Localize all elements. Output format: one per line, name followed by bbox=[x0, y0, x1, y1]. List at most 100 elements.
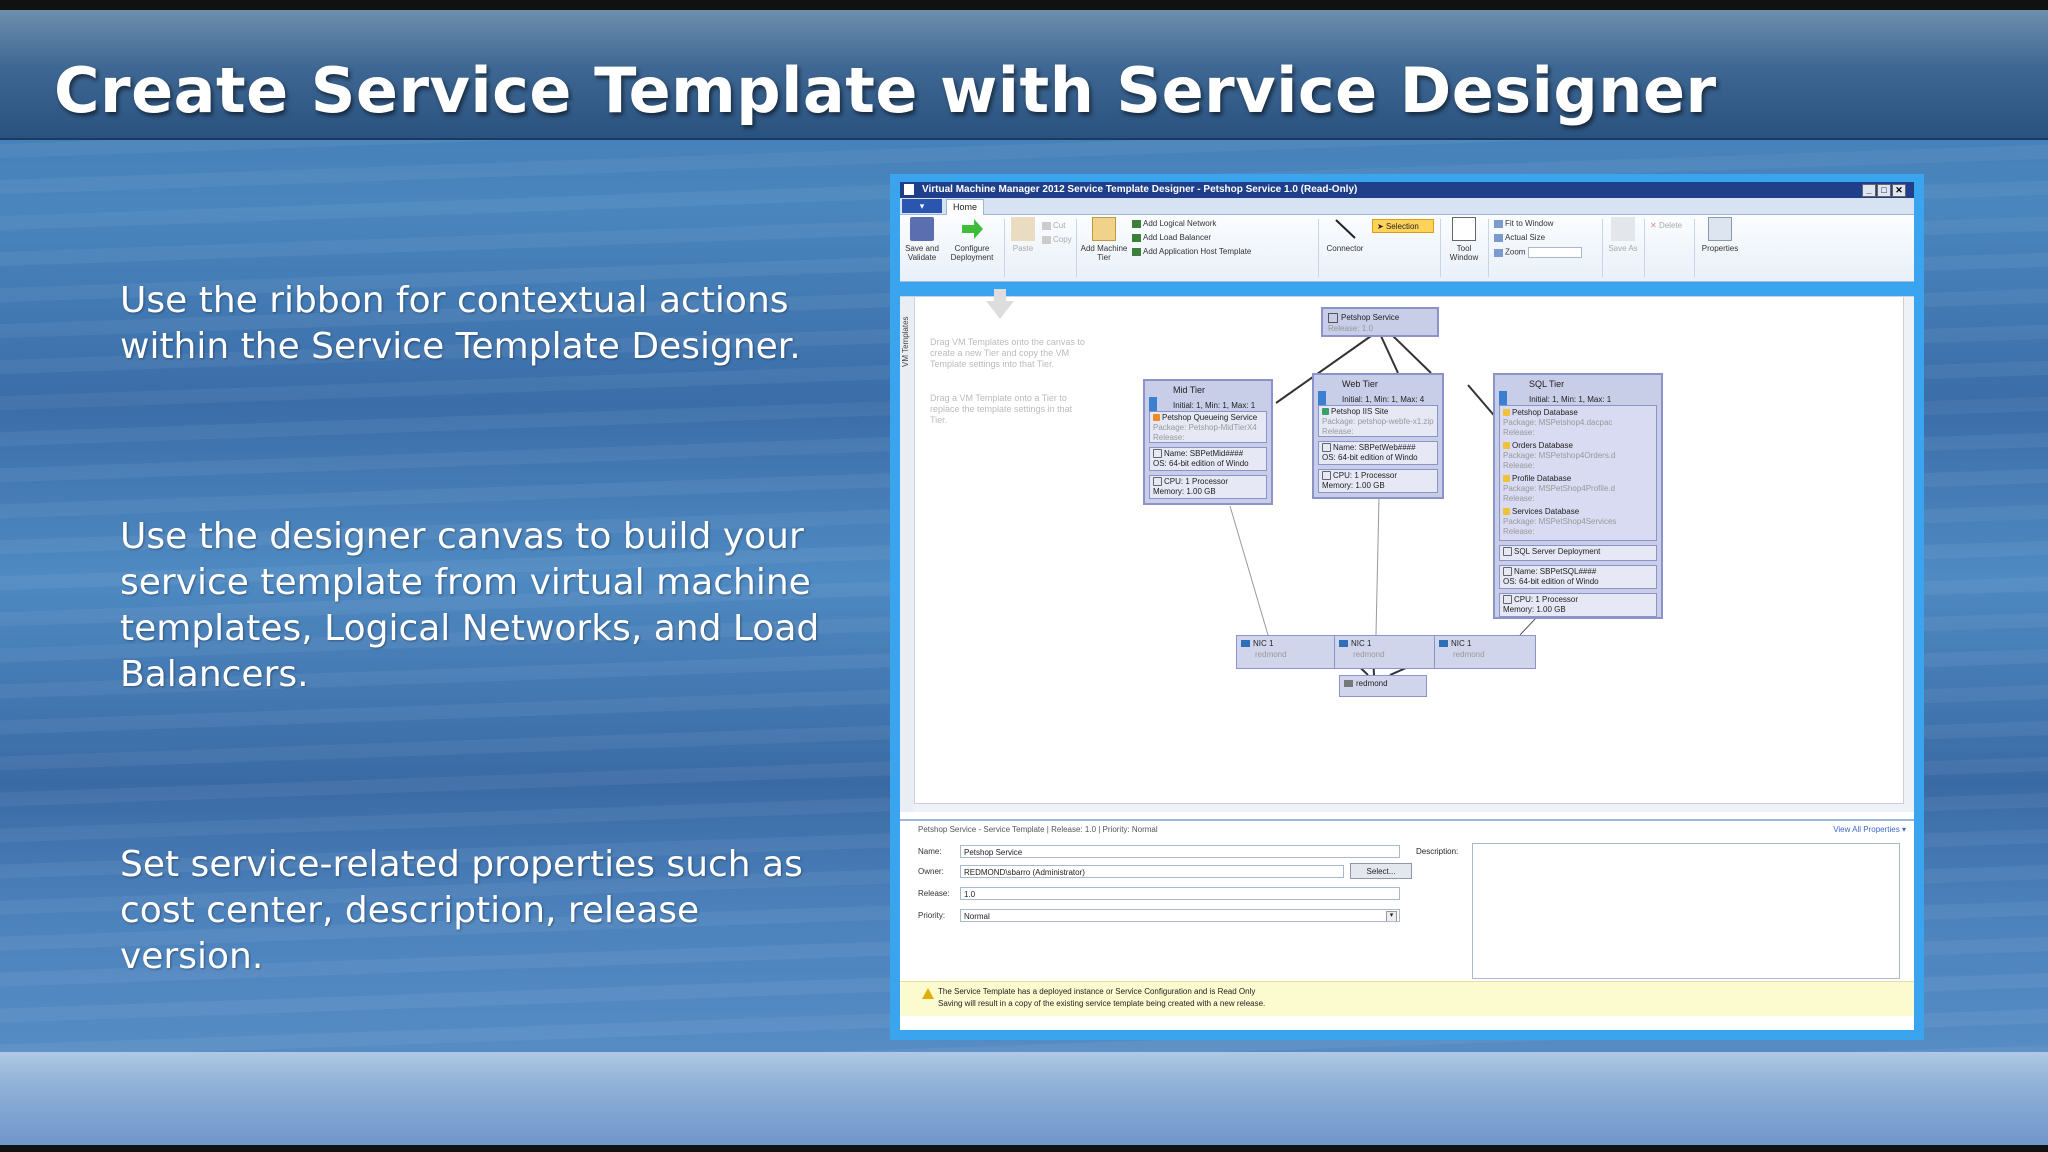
screenshot-frame: Virtual Machine Manager 2012 Service Tem… bbox=[890, 174, 1924, 1040]
tier-hardware-config[interactable]: CPU: 1 Processor Memory: 1.00 GB bbox=[1149, 475, 1267, 499]
minimize-icon[interactable]: _ bbox=[1862, 184, 1876, 197]
hint-drag-replace: Drag a VM Template onto a Tier to replac… bbox=[930, 393, 1073, 425]
database-icon bbox=[1503, 475, 1510, 483]
file-menu-button[interactable]: ▾ bbox=[902, 199, 942, 213]
nic-icon bbox=[1439, 640, 1448, 648]
copy-icon bbox=[1042, 235, 1051, 244]
owner-field[interactable]: REDMOND\sbarro (Administrator) bbox=[960, 865, 1344, 878]
hardware-icon bbox=[1153, 477, 1162, 487]
scissors-icon bbox=[1042, 221, 1051, 230]
nic-node[interactable]: NIC 1 redmond bbox=[1434, 635, 1536, 669]
designer-canvas[interactable]: VM Templates Drag VM Templates onto the … bbox=[900, 289, 1914, 812]
service-node[interactable]: Petshop Service Release: 1.0 bbox=[1321, 307, 1439, 337]
tier-application[interactable]: Petshop IIS Site Package: petshop-webfe-… bbox=[1318, 405, 1438, 437]
tier-name: Mid Tier bbox=[1173, 385, 1206, 395]
magnifier-icon bbox=[1494, 248, 1503, 257]
ribbon-separator bbox=[1694, 219, 1695, 277]
connector-button[interactable]: Connector bbox=[1322, 217, 1368, 253]
tier-sql-databases[interactable]: Petshop Database Package: MSPetshop4.dac… bbox=[1499, 405, 1657, 541]
owner-label: Owner: bbox=[918, 867, 944, 876]
add-machine-tier-button[interactable]: Add Machine Tier bbox=[1080, 217, 1128, 262]
zoom-control[interactable]: Zoom bbox=[1494, 247, 1582, 258]
select-owner-button[interactable]: Select... bbox=[1350, 863, 1412, 879]
web-tier[interactable]: Web Tier Initial: 1, Min: 1, Max: 4 Pets… bbox=[1312, 373, 1444, 499]
machine-tier-icon bbox=[1092, 217, 1116, 241]
bullet-properties: Set service-related properties such as c… bbox=[120, 844, 803, 977]
app-icon bbox=[1322, 408, 1329, 416]
ribbon-separator bbox=[1004, 219, 1005, 277]
warning-line-1: The Service Template has a deployed inst… bbox=[938, 987, 1256, 996]
tier-instance-counts: Initial: 1, Min: 1, Max: 1 bbox=[1529, 395, 1612, 404]
selection-button[interactable]: ➤ Selection bbox=[1372, 219, 1434, 233]
arrow-right-icon bbox=[960, 217, 984, 241]
tier-sql-deployment[interactable]: SQL Server Deployment bbox=[1499, 545, 1657, 561]
canvas-vertical-scrollbar[interactable] bbox=[1903, 297, 1914, 812]
slide-title: Create Service Template with Service Des… bbox=[54, 54, 1717, 127]
tier-os-config[interactable]: Name: SBPetMid#### OS: 64-bit edition of… bbox=[1149, 447, 1267, 471]
warning-icon bbox=[922, 988, 934, 999]
tier-name: SQL Tier bbox=[1529, 379, 1565, 389]
add-load-balancer-button[interactable]: Add Load Balancer bbox=[1132, 233, 1211, 243]
fit-to-window-button[interactable]: Fit to Window bbox=[1494, 219, 1553, 229]
sql-tier[interactable]: SQL Tier Initial: 1, Min: 1, Max: 1 Pets… bbox=[1493, 373, 1663, 619]
paste-button[interactable]: Paste bbox=[1008, 217, 1038, 253]
ribbon-separator bbox=[1488, 219, 1489, 277]
nic-node[interactable]: NIC 1 redmond bbox=[1334, 635, 1436, 669]
paste-icon bbox=[1011, 217, 1035, 241]
nic-icon bbox=[1241, 640, 1250, 648]
tier-hardware-config[interactable]: CPU: 1 Processor Memory: 1.00 GB bbox=[1499, 593, 1657, 617]
drop-arrow-icon bbox=[986, 301, 1014, 319]
top-black-bar bbox=[0, 0, 2048, 10]
app-host-icon bbox=[1132, 247, 1141, 256]
priority-select[interactable]: Normal ▾ bbox=[960, 909, 1400, 922]
tier-instance-counts: Initial: 1, Min: 1, Max: 1 bbox=[1173, 401, 1256, 410]
hint-drag-new-tier: Drag VM Templates onto the canvas to cre… bbox=[930, 337, 1085, 369]
release-label: Release: bbox=[918, 889, 950, 898]
connector-line-icon bbox=[1333, 217, 1357, 241]
name-label: Name: bbox=[918, 847, 942, 856]
description-field[interactable] bbox=[1472, 843, 1900, 979]
cursor-icon: ➤ bbox=[1377, 222, 1386, 231]
priority-label: Priority: bbox=[918, 911, 946, 920]
ribbon-separator bbox=[1076, 219, 1077, 277]
properties-button[interactable]: Properties bbox=[1698, 217, 1742, 253]
zoom-dropdown[interactable] bbox=[1527, 247, 1582, 258]
tab-home[interactable]: Home bbox=[946, 199, 984, 215]
vm-templates-panel[interactable]: VM Templates bbox=[900, 297, 915, 812]
delete-button[interactable]: ✕ Delete bbox=[1650, 221, 1683, 230]
ribbon-separator bbox=[1440, 219, 1441, 277]
nic-node[interactable]: NIC 1 redmond bbox=[1236, 635, 1336, 669]
tier-os-config[interactable]: Name: SBPetWeb#### OS: 64-bit edition of… bbox=[1318, 441, 1438, 465]
save-icon bbox=[910, 217, 934, 241]
tier-application[interactable]: Petshop Queueing Service Package: Petsho… bbox=[1149, 411, 1267, 443]
canvas-horizontal-scrollbar[interactable] bbox=[914, 803, 1904, 812]
mid-tier[interactable]: Mid Tier Initial: 1, Min: 1, Max: 1 Pets… bbox=[1143, 379, 1273, 505]
maximize-icon[interactable]: □ bbox=[1877, 184, 1891, 197]
copy-button[interactable]: Copy bbox=[1042, 235, 1072, 245]
tier-hardware-config[interactable]: CPU: 1 Processor Memory: 1.00 GB bbox=[1318, 469, 1438, 493]
hardware-icon bbox=[1322, 471, 1331, 481]
network-icon bbox=[1132, 219, 1141, 228]
logical-network-node[interactable]: redmond bbox=[1339, 675, 1427, 697]
ribbon-separator bbox=[1644, 219, 1645, 277]
save-validate-button[interactable]: Save and Validate bbox=[902, 217, 942, 262]
configure-deployment-button[interactable]: Configure Deployment bbox=[944, 217, 1000, 262]
database-icon bbox=[1503, 508, 1510, 516]
tier-name: Web Tier bbox=[1342, 379, 1378, 389]
cut-button[interactable]: Cut bbox=[1042, 221, 1065, 231]
close-icon[interactable]: ✕ bbox=[1892, 184, 1906, 197]
description-label: Description: bbox=[1416, 847, 1459, 856]
add-logical-network-button[interactable]: Add Logical Network bbox=[1132, 219, 1216, 229]
actual-size-button[interactable]: Actual Size bbox=[1494, 233, 1545, 243]
tool-window-button[interactable]: Tool Window bbox=[1444, 217, 1484, 262]
tier-os-config[interactable]: Name: SBPetSQL#### OS: 64-bit edition of… bbox=[1499, 565, 1657, 589]
release-field[interactable]: 1.0 bbox=[960, 887, 1400, 900]
app-icon bbox=[904, 184, 914, 195]
fit-icon bbox=[1494, 219, 1503, 228]
save-as-button[interactable]: Save As bbox=[1606, 217, 1640, 253]
name-field[interactable]: Petshop Service bbox=[960, 845, 1400, 858]
add-app-host-template-button[interactable]: Add Application Host Template bbox=[1132, 247, 1251, 257]
view-all-properties-link[interactable]: View All Properties ▾ bbox=[1833, 825, 1906, 834]
ribbon-bottom-strip bbox=[900, 282, 1914, 296]
bullet-canvas: Use the designer canvas to build your se… bbox=[120, 516, 820, 695]
